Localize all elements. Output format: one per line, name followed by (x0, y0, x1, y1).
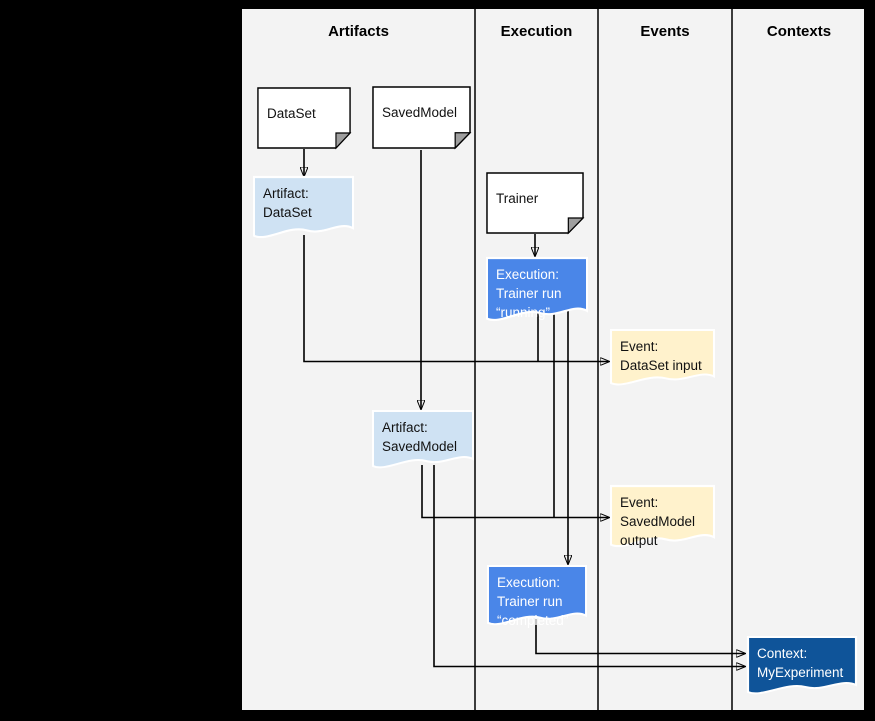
column-header-events: Events (640, 23, 690, 40)
node-artifact-dataset: Artifact: DataSet (253, 175, 354, 241)
node-execution-running: Execution: Trainer run “running” (486, 256, 588, 324)
node-dataset: DataSet (257, 87, 352, 150)
edge-artifact-savedmodel-to-context (433, 465, 745, 667)
label-line: Execution: (496, 267, 560, 282)
node-trainer: Trainer (486, 172, 585, 235)
label-line: SavedModel (382, 439, 458, 454)
label-line: SavedModel (620, 514, 696, 529)
node-event-dataset-input: Event: DataSet input (609, 329, 716, 388)
tape-shape (609, 484, 716, 548)
diagram-canvas: Artifacts Execution Events Contexts Data… (241, 8, 866, 712)
tape-shape (746, 636, 858, 695)
document-shape (372, 86, 472, 150)
node-event-savedmodel-output-label: Event: SavedModel output (611, 486, 714, 550)
node-execution-completed: Execution: Trainer run “completed” (487, 564, 587, 628)
node-context-myexperiment: Context: MyExperiment (746, 636, 858, 697)
label-line: DataSet (263, 205, 312, 220)
tape-shape (487, 564, 587, 626)
label-line: Event: (620, 339, 659, 354)
column-header-artifacts: Artifacts (328, 23, 389, 40)
node-context-myexperiment-label: Context: MyExperiment (748, 637, 856, 697)
document-shape (257, 87, 352, 150)
node-execution-completed-label: Execution: Trainer run “completed” (488, 566, 586, 628)
node-artifact-dataset-label: Artifact: DataSet (254, 177, 353, 241)
label-line: MyExperiment (757, 665, 844, 680)
node-artifact-savedmodel-label: Artifact: SavedModel (373, 411, 473, 471)
label-line: Context: (757, 646, 808, 661)
node-execution-running-label: Execution: Trainer run “running” (487, 258, 587, 324)
column-header-execution: Execution (500, 23, 573, 40)
tape-shape (486, 256, 588, 322)
tape-shape (372, 410, 474, 469)
label-line: “running” (496, 305, 551, 320)
label-line: Trainer run (497, 594, 563, 609)
column-header-contexts: Contexts (766, 23, 832, 40)
document-shape (486, 172, 585, 235)
label-line: DataSet input (620, 358, 702, 373)
edge-execution-completed-to-context (535, 619, 745, 654)
edge-artifact-dataset-to-event-input (303, 235, 609, 362)
node-savedmodel: SavedModel (372, 86, 472, 150)
edge-artifact-savedmodel-to-event-output (421, 465, 609, 518)
node-savedmodel-label: SavedModel (382, 105, 458, 120)
node-event-dataset-input-label: Event: DataSet input (611, 330, 714, 388)
label-line: Trainer run (496, 286, 562, 301)
node-dataset-label: DataSet (267, 105, 316, 121)
label-line: Artifact: (263, 186, 309, 201)
label-line: “completed” (497, 613, 569, 628)
label-line: Artifact: (382, 420, 428, 435)
tape-shape (253, 175, 354, 239)
label-line: Execution: (497, 575, 561, 590)
node-event-savedmodel-output: Event: SavedModel output (609, 484, 716, 550)
label-line: output (620, 533, 658, 548)
connector-layer (242, 9, 866, 712)
node-artifact-savedmodel: Artifact: SavedModel (372, 410, 474, 471)
label-line: Event: (620, 495, 659, 510)
node-trainer-label: Trainer (496, 190, 539, 206)
tape-shape (609, 329, 716, 386)
